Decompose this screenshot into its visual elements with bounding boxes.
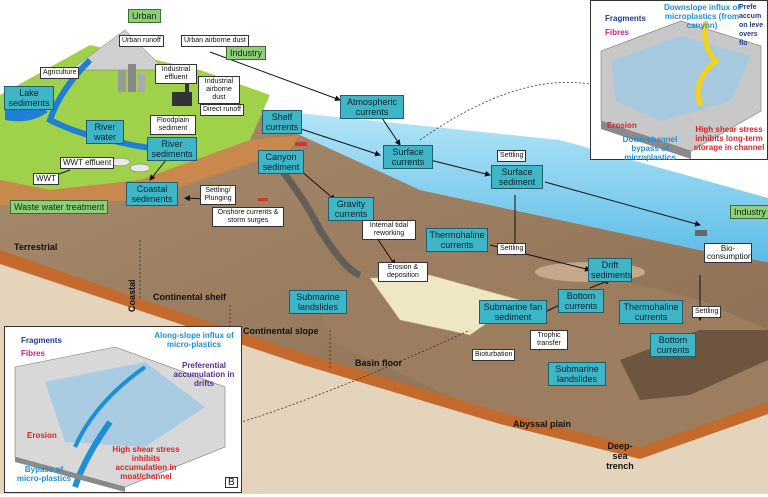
- waste-water-treatment-box: Waste water treatment: [10, 200, 109, 214]
- wwt-label: WWT: [33, 173, 59, 185]
- direct-runoff-label: Direct runoff: [200, 104, 244, 116]
- inset-a-panel: Fragments Fibres Downslope influx of mic…: [590, 0, 768, 162]
- inset-a-down-channel: Down-channel bypass of microplastics: [622, 135, 678, 162]
- factory-chimney: [185, 80, 189, 92]
- submarine-landslides-box-1: Submarine landslides: [289, 290, 347, 314]
- inset-b-fibres-legend: Fibres: [21, 349, 46, 358]
- crust-top-strip: [0, 250, 768, 459]
- erosion-deposition-label: Erosion & deposition: [378, 262, 428, 282]
- inset-b-panel: Fragments Fibres Along-slope influx of m…: [4, 326, 242, 493]
- settling-plunging-label: Settling/ Plunging: [200, 185, 236, 205]
- inset-b-erosion: Erosion: [27, 431, 57, 440]
- bio-consumption-label: Bio-consumption: [704, 243, 752, 263]
- city-building-3: [138, 74, 145, 92]
- thermohaline-currents-box-1: Thermohaline currents: [426, 228, 488, 252]
- gravity-currents-box: Gravity currents: [328, 197, 374, 221]
- settling-label-2: Settling: [497, 243, 527, 255]
- surface-currents-box: Surface currents: [383, 145, 433, 169]
- inset-a-leader: [419, 82, 596, 141]
- abyssal-plain-label: Abyssal plain: [513, 419, 572, 429]
- bioturbation-label: Bioturbation: [472, 349, 516, 361]
- inset-a-downslope-influx: Downslope influx of microplastics (from …: [664, 3, 740, 30]
- thermohaline-currents-box-2: Thermohaline currents: [619, 300, 683, 324]
- floodplain-sediment-label: Floodplain sediment: [150, 115, 196, 135]
- shelf-currents-box: Shelf currents: [262, 110, 302, 134]
- submarine-landslides-box-2: Submarine landslides: [548, 362, 606, 386]
- canyon-sediment-box: Canyon sediment: [258, 150, 304, 174]
- continental-slope-label: Continental slope: [243, 326, 319, 336]
- inset-b-along-slope: Along-slope influx of micro-plastics: [154, 331, 234, 349]
- industrial-effluent-label: Industrial effluent: [155, 64, 197, 84]
- inset-a-erosion: Erosion: [607, 121, 637, 130]
- inset-b-preferential: Preferential accumulation in drifts: [173, 361, 235, 388]
- basin-floor-label: Basin floor: [355, 358, 403, 368]
- city-building-2: [128, 64, 136, 92]
- inset-a-illustration: [600, 20, 762, 159]
- arrow-surface-offshore: [544, 181, 701, 227]
- wwt-tank-2: [129, 163, 151, 173]
- arrow-shelf-to-surface: [297, 127, 381, 157]
- inset-a-fibres-legend: Fibres: [605, 28, 630, 37]
- mountain: [69, 29, 166, 71]
- wwt-effluent-label: WWT effluent: [60, 157, 115, 169]
- urban-box: Urban: [128, 9, 161, 23]
- atmospheric-currents-box: Atmospheric currents: [340, 95, 404, 119]
- inset-b-panel-letter: B: [225, 477, 238, 488]
- trophic-transfer-label: Trophic transfer: [530, 330, 568, 350]
- drift-sediments-box: Drift sediments: [588, 258, 632, 282]
- settling-label-3: Settling: [692, 306, 722, 318]
- lake-sediments-box: Lake sediments: [4, 86, 54, 110]
- industry-box: Industry: [226, 46, 267, 60]
- arrow-surface-currents: [429, 159, 491, 177]
- coastal-sediments-box: Coastal sediments: [126, 182, 178, 206]
- offshore-platform: [695, 230, 707, 236]
- city-building-1: [118, 70, 126, 92]
- terrestrial-zone-label: Terrestrial: [14, 242, 58, 252]
- submarine-fan-sediment-box: Submarine fan sediment: [479, 300, 547, 324]
- internal-tidal-reworking-label: Internal tidal reworking: [362, 220, 416, 240]
- arrow-canyon-to-gravity: [299, 169, 336, 201]
- river-water-box: River water: [86, 120, 124, 144]
- factory: [172, 92, 192, 106]
- urban-airborne-dust-label: Urban airborne dust: [181, 35, 249, 47]
- coastal-zone-label: Coastal: [127, 279, 137, 312]
- deep-sea-trench-label: Deep-sea trench: [606, 441, 634, 471]
- urban-runoff-label: Urban runoff: [119, 35, 164, 47]
- arrow-atmospheric: [209, 51, 341, 102]
- settling-label-1: Settling: [497, 150, 527, 162]
- inset-a-fragments-legend: Fragments: [605, 14, 646, 23]
- inset-b-bypass: Bypass of micro-plastics: [16, 465, 72, 483]
- inset-a-high-shear: High shear stress inhibits long-term sto…: [693, 125, 765, 152]
- arrow-atm-to-surface: [379, 114, 401, 146]
- river-sediments-box: River sediments: [147, 137, 197, 161]
- industry-offshore-box: Industry: [730, 205, 768, 219]
- industrial-airborne-dust-label: Industrial airborne dust: [198, 76, 240, 104]
- inset-b-high-shear: High shear stress inhibits accumulation …: [112, 445, 180, 481]
- agriculture-label: Agriculture: [40, 67, 80, 79]
- surface-sediment-box: Surface sediment: [491, 165, 543, 189]
- ship-2: [258, 198, 268, 201]
- onshore-currents-label: Onshore currents & storm surges: [212, 207, 284, 227]
- bottom-currents-box-1: Bottom currents: [558, 289, 604, 313]
- inset-a-preferential: Prefe accum on leve overs flo: [739, 4, 764, 47]
- continental-shelf-label: Continental shelf: [153, 292, 227, 302]
- land-front: [0, 135, 300, 205]
- bottom-currents-box-2: Bottom currents: [650, 333, 696, 357]
- ship-1: [295, 142, 307, 146]
- inset-b-fragments-legend: Fragments: [21, 336, 62, 345]
- inset-b-illustration: [14, 346, 226, 492]
